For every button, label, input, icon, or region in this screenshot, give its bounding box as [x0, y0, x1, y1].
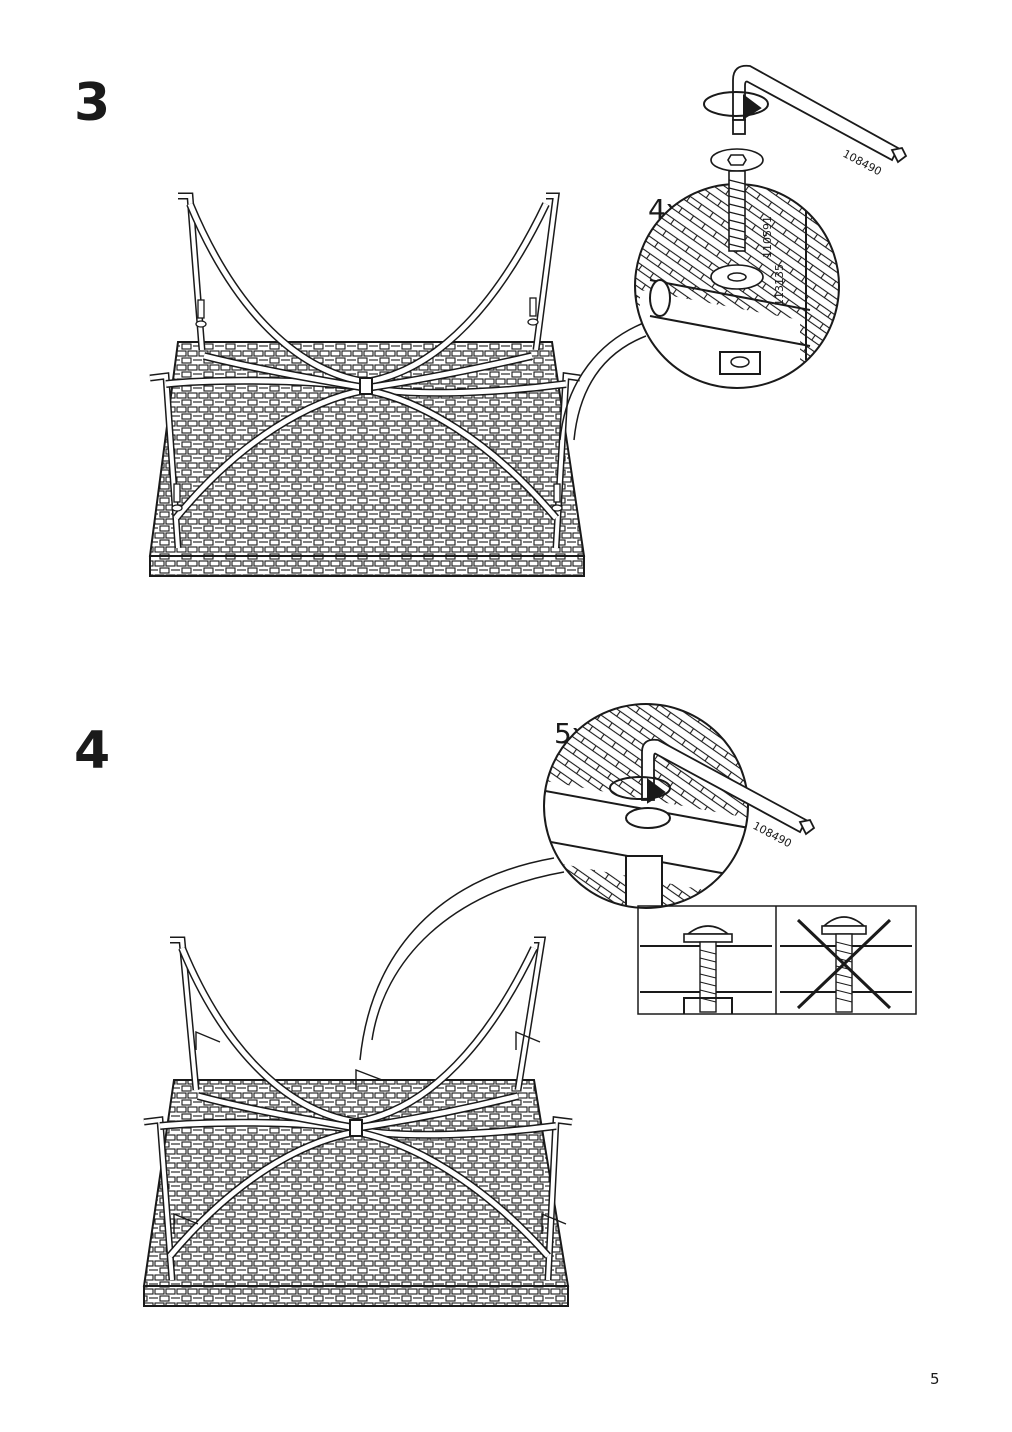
check-icon — [640, 925, 772, 1014]
step-4-rotate-arrow-icon — [609, 776, 671, 804]
rotate-arrow-icon — [703, 91, 769, 120]
bolt-icon — [710, 148, 764, 252]
step-3-table — [148, 192, 647, 577]
step-3-screws — [171, 297, 563, 512]
step-4-table — [142, 857, 573, 1307]
tightening-guide — [637, 905, 917, 1015]
step-3-detail-callout: 110591 113135 — [634, 148, 840, 389]
washer-part-number: 113135 — [773, 264, 786, 306]
allen-key-icon — [732, 64, 908, 164]
step-4-small-keys — [173, 1030, 567, 1234]
step-4-number: 4 — [74, 721, 111, 781]
step-3-number: 3 — [74, 73, 111, 133]
step-4-detail-callout — [543, 703, 749, 909]
page-number: 5 — [930, 1370, 940, 1388]
bolt-part-number: 110591 — [761, 216, 774, 258]
step-4-allen-key-icon — [641, 738, 816, 836]
cross-icon — [780, 916, 912, 1013]
washer-icon — [710, 264, 764, 290]
